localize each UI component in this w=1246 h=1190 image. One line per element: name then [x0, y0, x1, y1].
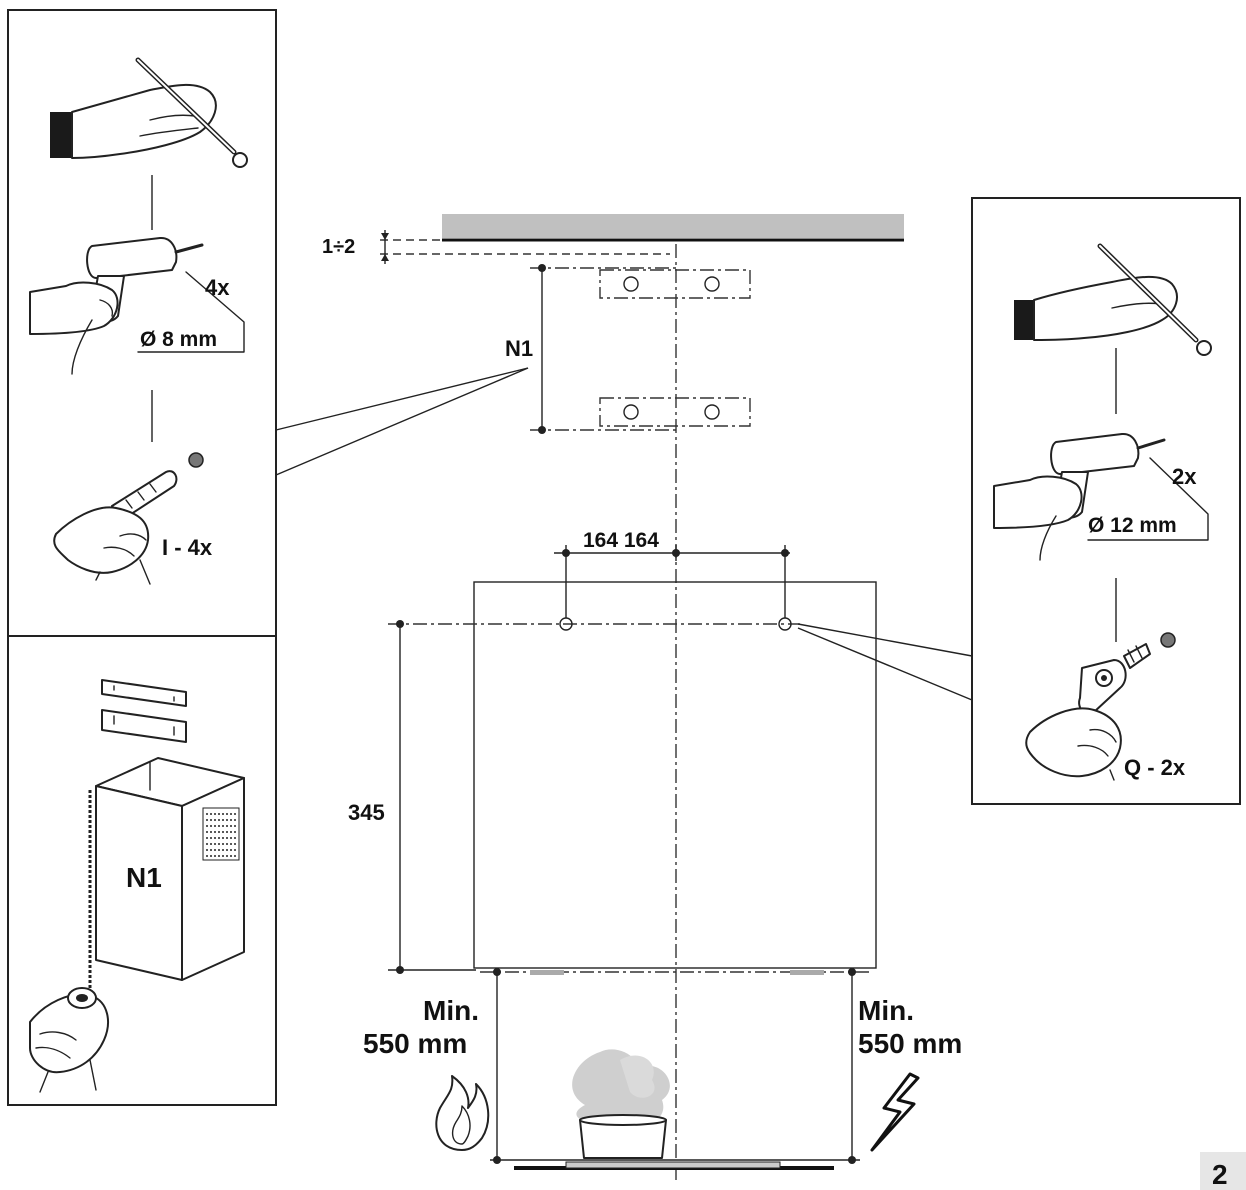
hood-filter [790, 970, 824, 975]
bracket-screw-hand-icon [1025, 632, 1176, 781]
page-number: 2 [1212, 1159, 1228, 1190]
plug-count: I - 4x [162, 535, 213, 560]
drill-hand-icon [993, 432, 1166, 561]
pencil-hand-icon [50, 57, 248, 168]
drill-count-left: 4x [205, 275, 230, 300]
min-right-line2: 550 mm [858, 1028, 962, 1059]
min-left-line1: Min. [423, 995, 479, 1026]
min-right-line1: Min. [858, 995, 914, 1026]
mounting-hole [623, 276, 639, 292]
chimney-section-icon [88, 757, 245, 990]
right-panel-frame [971, 197, 1241, 805]
callout-line-left-lower [275, 367, 529, 476]
n1-dimension-label: N1 [505, 336, 533, 361]
drill-callout [1087, 457, 1209, 541]
callout-line-left-upper [275, 367, 529, 431]
spacing-label: 164 164 [583, 529, 659, 552]
height-dimension [388, 620, 476, 974]
right-instruction-panel: 2x Ø 12 mm Q - 2x [971, 197, 1241, 805]
min-left-line2: 550 mm [363, 1028, 467, 1059]
drill-hand-icon [29, 236, 204, 375]
n1-part-label: N1 [126, 862, 162, 893]
mounting-hole [704, 404, 720, 420]
screw-count: Q - 2x [1124, 755, 1186, 780]
drill-count-right: 2x [1172, 464, 1197, 489]
hood-filter [530, 970, 564, 975]
hood-body-outline [473, 581, 877, 969]
wall-plug-hand-icon [53, 452, 204, 585]
tape-hand-icon [29, 987, 109, 1093]
page-number-tab [1200, 1152, 1246, 1190]
upper-bracket-outline [599, 269, 751, 299]
ceiling-slab [442, 214, 904, 238]
drill-callout [137, 271, 245, 353]
hob-plate [565, 1161, 781, 1169]
gap-label: 1÷2 [322, 236, 355, 258]
mounting-hole [704, 276, 720, 292]
ceiling [442, 214, 904, 242]
gap-dimension [380, 230, 670, 264]
callout-line-right-lower [797, 627, 973, 701]
flame-icon [435, 1075, 490, 1151]
lower-bracket-outline [599, 397, 751, 427]
vent-grille [202, 807, 240, 861]
drill-diameter-left: Ø 8 mm [140, 328, 217, 351]
pencil-hand-icon [1014, 243, 1212, 356]
bracket-icon [101, 679, 187, 743]
height-label: 345 [348, 800, 385, 825]
pot-icon [572, 1049, 670, 1159]
n1-dimension [530, 264, 676, 434]
left-instruction-panel: 4x Ø 8 mm I - 4x [7, 9, 277, 1106]
lightning-icon [870, 1072, 920, 1152]
min-distance-right [848, 968, 856, 1164]
glove-cuff [50, 112, 72, 158]
mounting-hole [623, 404, 639, 420]
min-distance-left [493, 968, 501, 1164]
drill-diameter-right: Ø 12 mm [1088, 514, 1177, 537]
left-panel-frame [7, 9, 277, 1106]
spacing-dimension [554, 545, 790, 618]
callout-line-right-upper [797, 623, 973, 657]
